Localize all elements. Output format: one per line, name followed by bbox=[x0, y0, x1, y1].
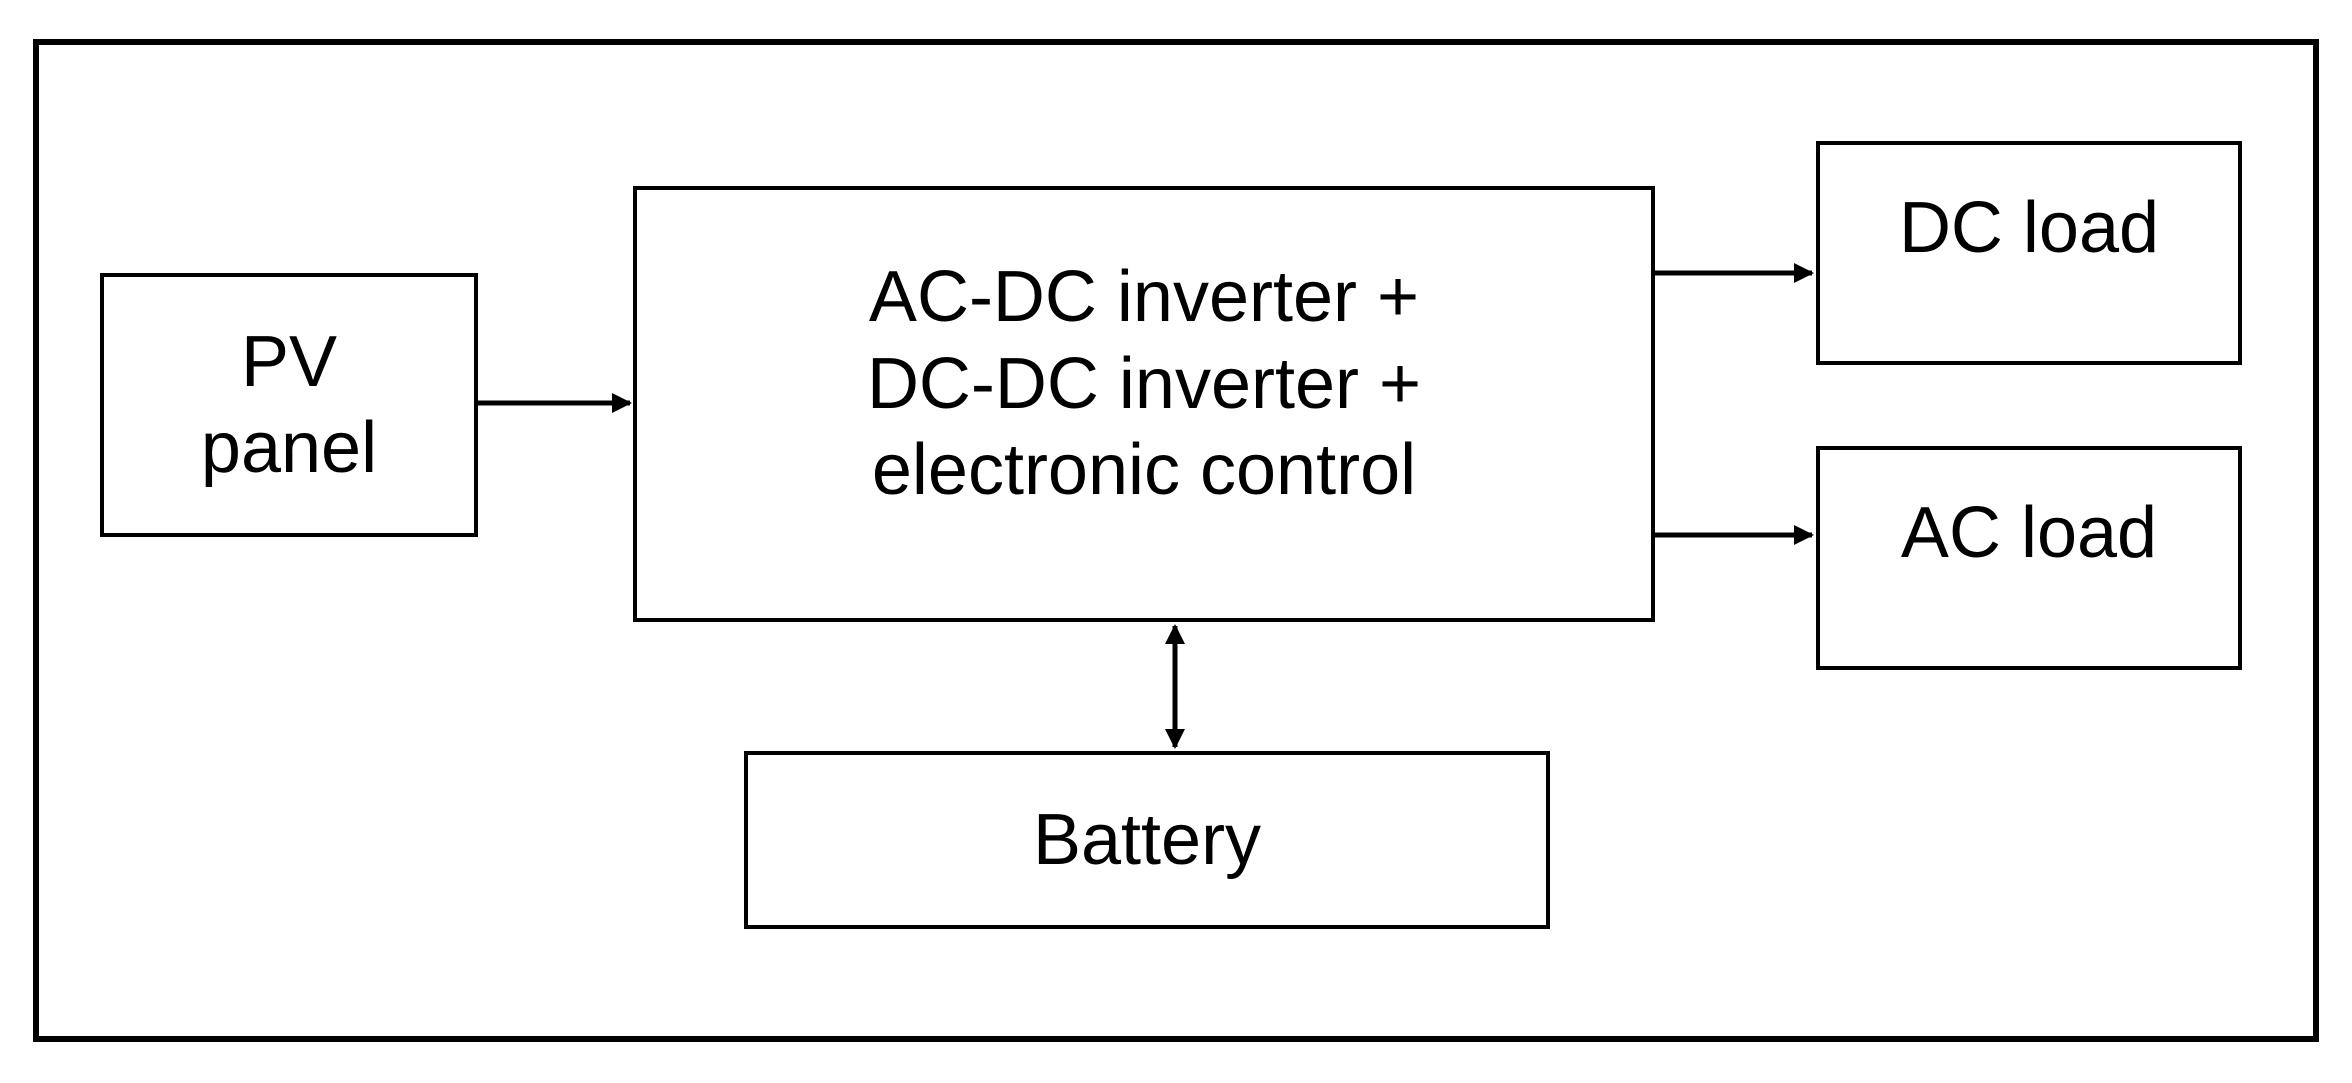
ac-load-label: AC load bbox=[1900, 493, 2158, 573]
controller-label: AC-DC inverter + DC-DC inverter + electr… bbox=[866, 257, 1422, 511]
ac-load-block: AC load bbox=[1816, 446, 2242, 670]
dc-load-label: DC load bbox=[1898, 188, 2160, 268]
dc-load-block: DC load bbox=[1816, 141, 2242, 365]
pv-panel-block: PV panel bbox=[100, 273, 478, 537]
controller-block: AC-DC inverter + DC-DC inverter + electr… bbox=[633, 186, 1655, 622]
battery-label: Battery bbox=[1032, 799, 1262, 880]
diagram-frame bbox=[33, 39, 2319, 1042]
battery-block: Battery bbox=[744, 751, 1550, 929]
pv-panel-label: PV panel bbox=[200, 321, 378, 488]
